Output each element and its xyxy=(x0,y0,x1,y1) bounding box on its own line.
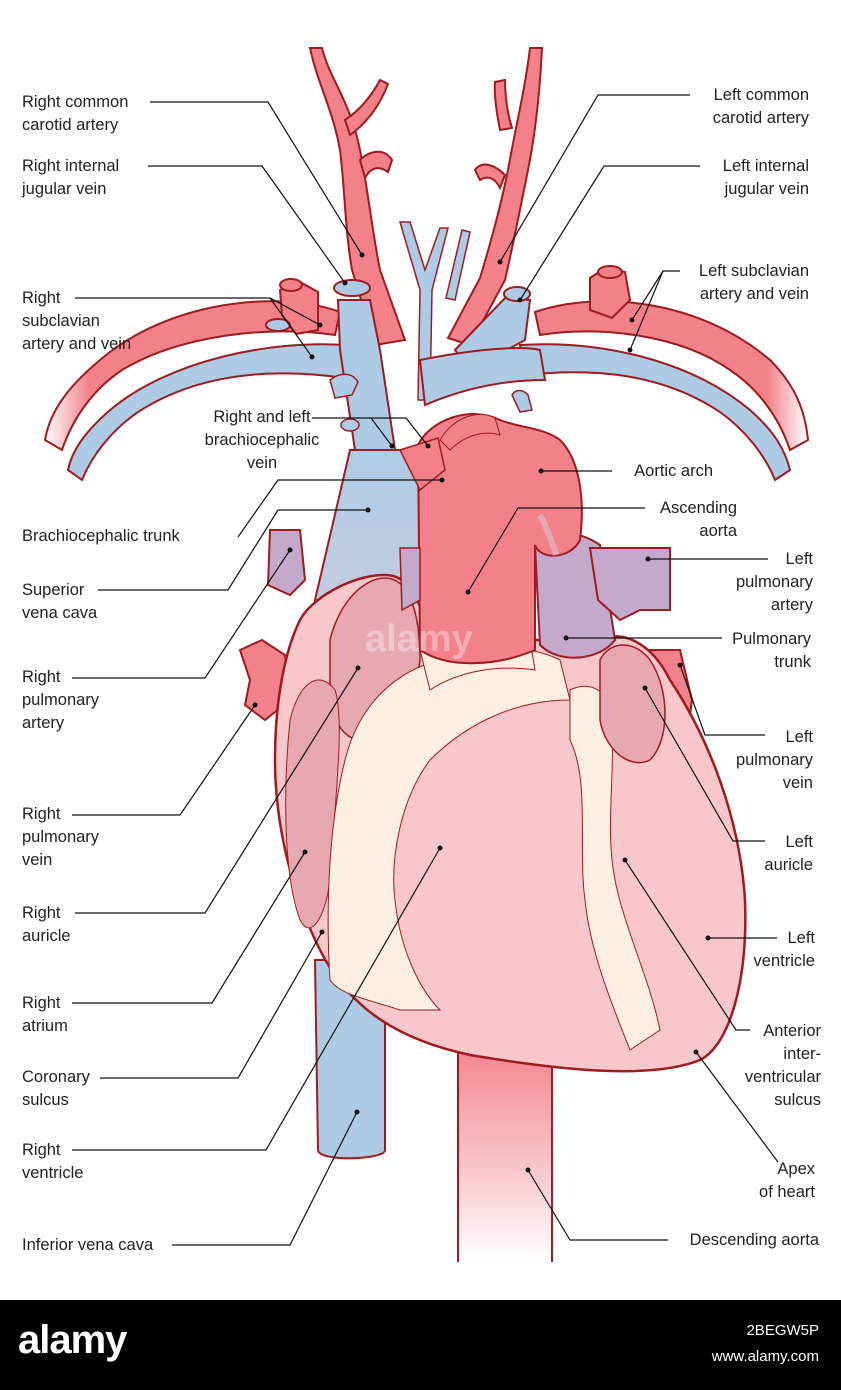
footer-bar: alamy 2BEGW5P www.alamy.com xyxy=(0,1300,841,1390)
watermark-center: alamy xyxy=(365,618,473,660)
label-right-atrium: Right atrium xyxy=(22,994,68,1035)
ligamentum-band xyxy=(537,513,559,556)
label-left-ventricle: Left ventricle xyxy=(753,929,815,970)
left-carotid-branch-2 xyxy=(473,163,507,191)
label-anterior-interventricular-sulcus: Anterior inter- ventricular sulcus xyxy=(744,1022,821,1109)
small-vein-stubs-right xyxy=(329,373,359,399)
left-carotid-branch xyxy=(493,78,514,132)
label-left-internal-jugular-vein: Left internal jugular vein xyxy=(722,157,809,198)
label-ascending-aorta: Ascending aorta xyxy=(659,499,737,540)
svc-pulmonary-overlap xyxy=(399,547,421,612)
label-right-pulmonary-vein: Right pulmonary vein xyxy=(22,805,100,869)
left-auricle-shape xyxy=(599,644,666,764)
right-subclavian-vein-end xyxy=(265,318,291,332)
aortic-arch-top xyxy=(439,414,501,451)
right-carotid-branch xyxy=(343,78,390,137)
left-subclavian-vein xyxy=(518,343,792,482)
label-apex-of-heart: Apex of heart xyxy=(759,1160,815,1201)
right-subclavian-branch-end xyxy=(279,278,303,292)
label-pulmonary-trunk: Pulmonary trunk xyxy=(732,630,811,671)
left-brachiocephalic-vein xyxy=(418,347,547,407)
heart-diagram xyxy=(43,47,810,1262)
descending-aorta xyxy=(458,1040,552,1262)
left-jugular-end xyxy=(503,286,531,302)
label-left-pulmonary-artery: Left pulmonary artery xyxy=(735,550,813,614)
label-left-auricle: Left auricle xyxy=(764,833,813,874)
small-vein-stub-left xyxy=(511,389,533,413)
left-subclavian-branch-end xyxy=(597,265,623,279)
label-aortic-arch: Aortic arch xyxy=(634,462,713,480)
label-coronary-sulcus: Coronary sulcus xyxy=(22,1068,90,1109)
label-right-subclavian-artery-and-vein: Right subclavian artery and vein xyxy=(22,289,132,353)
right-pulmonary-artery-shape xyxy=(266,529,307,597)
footer-brand-logo: alamy xyxy=(18,1318,127,1362)
leader-dots xyxy=(252,252,711,1173)
label-right-and-left-brachiocephalic-vein: Right and left brachiocephalic vein xyxy=(204,408,320,472)
footer-url: www.alamy.com xyxy=(711,1348,819,1365)
small-vein-stub-end xyxy=(340,418,360,432)
right-carotid-branch-2 xyxy=(358,150,394,181)
label-right-internal-jugular-vein: Right internal jugular vein xyxy=(22,157,120,198)
right-subclavian-vein xyxy=(66,343,346,482)
coronary-fat-band xyxy=(327,647,571,1011)
thyroid-vein-2 xyxy=(445,229,471,301)
label-right-auricle: Right auricle xyxy=(22,904,71,945)
label-brachiocephalic-trunk: Brachiocephalic trunk xyxy=(22,527,180,545)
label-left-subclavian-artery-and-vein: Left subclavian artery and vein xyxy=(698,262,809,303)
footer-image-id: 2BEGW5P xyxy=(746,1322,819,1339)
leader-lines xyxy=(72,94,779,1246)
label-right-pulmonary-artery: Right pulmonary artery xyxy=(22,668,100,732)
label-right-common-carotid-artery: Right common carotid artery xyxy=(22,93,129,134)
thyroid-vein xyxy=(398,221,449,401)
left-subclavian-artery xyxy=(533,300,810,452)
left-pulmonary-artery-shape xyxy=(588,547,671,622)
right-common-carotid-artery xyxy=(308,47,407,347)
label-superior-vena-cava: Superior vena cava xyxy=(22,581,98,622)
label-descending-aorta: Descending aorta xyxy=(689,1231,819,1249)
label-right-ventricle: Right ventricle xyxy=(22,1141,84,1182)
label-left-common-carotid-artery: Left common carotid artery xyxy=(712,86,809,127)
label-inferior-vena-cava: Inferior vena cava xyxy=(22,1236,154,1254)
right-jugular-end xyxy=(333,279,371,297)
label-left-pulmonary-vein: Left pulmonary vein xyxy=(735,728,813,792)
